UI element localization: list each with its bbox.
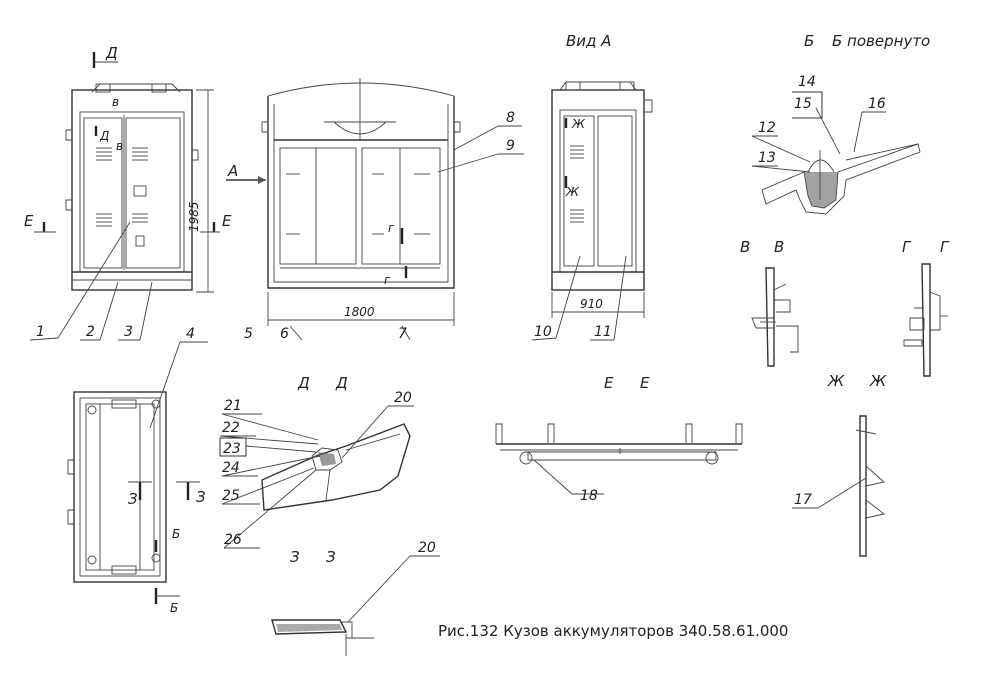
leader-24: 24 (222, 460, 240, 476)
dim-height: 1985 (187, 201, 201, 232)
section-vv: В В (740, 238, 799, 367)
leader-20-zz: 20 (418, 540, 436, 556)
section-zhzh: Ж Ж 17 (792, 372, 887, 557)
leader-2: 2 (86, 324, 95, 340)
leader-26: 26 (224, 532, 242, 548)
section-dd-title-1: Д (297, 374, 310, 392)
cut-mark-v-small: в (112, 95, 119, 109)
leader-16: 16 (868, 96, 886, 112)
leader-6: 6 (280, 326, 289, 342)
cut-mark-d-small: Д (99, 129, 109, 143)
leader-25: 25 (222, 488, 240, 504)
cut-mark-z-left: З (128, 490, 138, 508)
section-zhzh-title-2: Ж (869, 372, 887, 390)
leader-1: 1 (36, 324, 45, 340)
leader-21: 21 (224, 398, 242, 414)
section-ee-title-1: Е (604, 374, 614, 392)
front-view: 1985 Д Д в в Е Е 1 2 3 (24, 44, 232, 341)
leader-14: 14 (798, 74, 816, 90)
section-gg: Г Г (902, 238, 950, 377)
leader-22: 22 (222, 420, 240, 436)
section-bb-title-b: Б (804, 32, 814, 50)
cut-mark-z-right: З (196, 488, 206, 506)
cut-mark-e-right: Е (222, 212, 232, 230)
cut-mark-d-top: Д (105, 44, 118, 62)
section-zz-title-1: З (290, 548, 300, 566)
section-gg-title-1: Г (902, 238, 912, 256)
section-ee-title-2: Е (640, 374, 650, 392)
section-vv-title-1: В (740, 238, 750, 256)
cut-mark-b2: Б (170, 601, 178, 615)
leader-18: 18 (580, 488, 598, 504)
section-gg-title-2: Г (940, 238, 950, 256)
dim-side-width: 910 (580, 297, 603, 311)
section-bb: Б Б повернуто 12 13 14 15 16 (751, 32, 930, 215)
leader-13: 13 (758, 150, 776, 166)
section-zhzh-title-1: Ж (827, 372, 845, 390)
cut-mark-b: Б (172, 527, 180, 541)
section-bb-title-rest: Б повернуто (832, 32, 930, 50)
leader-10: 10 (534, 324, 552, 340)
cut-mark-zh2: Ж (565, 185, 580, 199)
section-dd-title-2: Д (335, 374, 348, 392)
section-dd: Д Д 21 22 23 24 25 26 20 (219, 374, 414, 549)
leader-5: 5 (244, 326, 253, 342)
leader-15: 15 (794, 96, 812, 112)
bottom-view: З З Б Б 4 (67, 326, 208, 615)
leader-17: 17 (794, 492, 812, 508)
cut-mark-e-left: Е (24, 212, 34, 230)
section-ee: Е Е 18 (495, 374, 743, 504)
leader-12: 12 (758, 120, 776, 136)
leader-3: 3 (124, 324, 133, 340)
leader-4: 4 (186, 326, 195, 342)
side-view: А г г 1800 8 9 5 6 7 (226, 78, 524, 342)
arrow-a-label: А (227, 162, 238, 180)
leader-20-dd: 20 (394, 390, 412, 406)
dim-width: 1800 (344, 305, 375, 319)
figure-caption: Рис.132 Кузов аккумуляторов 340.58.61.00… (438, 622, 788, 640)
leader-23: 23 (223, 441, 241, 457)
leader-11: 11 (594, 324, 612, 340)
section-zz: З З 20 (271, 540, 440, 656)
cut-mark-g2: г (384, 273, 391, 287)
leader-8: 8 (506, 110, 515, 126)
view-a: Вид А Ж Ж 910 10 11 (531, 32, 653, 341)
cut-mark-v-small2: в (116, 139, 123, 153)
cut-mark-g1: г (388, 221, 395, 235)
leader-9: 9 (506, 138, 515, 154)
section-zz-title-2: З (326, 548, 336, 566)
leader-7: 7 (398, 326, 407, 342)
view-a-title: Вид А (566, 32, 611, 50)
section-vv-title-2: В (774, 238, 784, 256)
cut-mark-zh1: Ж (571, 117, 586, 131)
